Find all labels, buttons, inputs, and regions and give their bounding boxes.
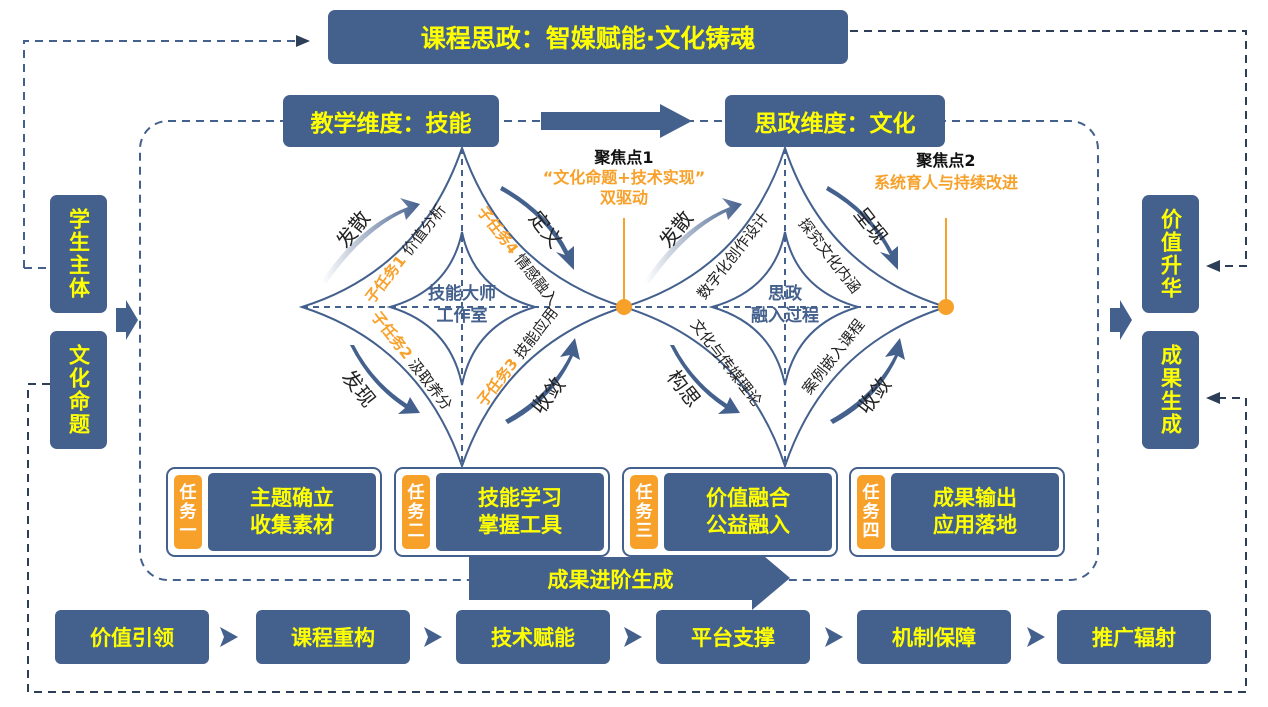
task-1-tag-char: 任	[179, 482, 197, 503]
task-4-tag: 任 务 四	[857, 475, 885, 549]
step-4-label: 平台支撑	[691, 626, 775, 650]
arrow-discover-1	[350, 345, 420, 414]
step-5: 机制保障	[857, 610, 1011, 664]
task-4-main: 成果输出 应用落地	[891, 473, 1059, 551]
task-2-tag-char: 务	[407, 501, 425, 522]
task-2-line1: 技能学习	[478, 486, 562, 510]
task-4-tag-char: 四	[862, 520, 880, 541]
task-3-tag: 任 务 三	[630, 475, 658, 549]
left-box-culture-label: 文化命题	[66, 344, 91, 436]
diamond2-center: 思政 融入过程	[725, 283, 845, 327]
arrow-conceive-2	[670, 345, 740, 414]
task-4-line2: 应用落地	[933, 513, 1017, 537]
step-6: 推广辐射	[1057, 610, 1211, 664]
focus1-line1: “文化命题+技术实现”	[542, 168, 706, 187]
diamond1-center-line2: 工作室	[436, 306, 488, 326]
task-3-tag-char: 三	[635, 520, 653, 541]
teaching-dimension-label: 教学维度：技能	[310, 111, 472, 137]
task-1-line2: 收集素材	[250, 513, 334, 537]
diamond1-center-line1: 技能大师	[428, 284, 496, 304]
progress-arrow-label: 成果进阶生成	[547, 568, 674, 592]
task-3-line1: 价值融合	[706, 486, 790, 510]
left-box-student: 学生主体	[50, 195, 107, 313]
progress-arrow-shape	[469, 546, 790, 610]
step-1: 价值引领	[55, 610, 209, 664]
diamond2-center-line2: 融入过程	[751, 306, 819, 326]
step-4: 平台支撑	[656, 610, 810, 664]
diamond2-center-line1: 思政	[768, 284, 802, 304]
step-chevrons	[220, 627, 1045, 647]
task-1-tag: 任 务 一	[174, 475, 202, 549]
right-box-value: 价值升华	[1142, 195, 1199, 313]
task-2-tag: 任 务 二	[402, 475, 430, 549]
task-2-tag-char: 任	[407, 482, 425, 503]
loop-bottom	[27, 383, 1247, 693]
ideological-dimension-label: 思政维度：文化	[754, 111, 916, 137]
task-2-line2: 掌握工具	[478, 513, 562, 537]
right-box-value-label: 价值升华	[1158, 208, 1183, 300]
focus-point-1: 聚焦点1 “文化命题+技术实现” 双驱动	[524, 148, 724, 208]
task-1-tag-char: 务	[179, 501, 197, 522]
left-box-culture: 文化命题	[50, 331, 107, 449]
left-to-frame-arrow	[116, 300, 138, 340]
arrow-diverge-2	[645, 198, 742, 284]
arrow-diverge-1	[322, 198, 420, 284]
focus2-line1: 系统育人与持续改进	[873, 173, 1018, 192]
task-3-line2: 公益融入	[706, 513, 790, 537]
title-text: 课程思政：智媒赋能·文化铸魂	[420, 24, 756, 53]
arrow-present-2	[826, 186, 898, 270]
arrow-converge-1	[505, 338, 580, 424]
focus1-label: 聚焦点1	[594, 148, 654, 167]
frame-to-right-arrow	[1110, 300, 1132, 340]
step-5-label: 机制保障	[892, 626, 976, 650]
task-3-tag-char: 务	[635, 501, 653, 522]
diamond1-center: 技能大师 工作室	[402, 283, 522, 327]
task-card-1: 任 务 一 主题确立 收集素材	[166, 467, 382, 557]
arrow-converge-2	[830, 338, 905, 424]
step-2: 课程重构	[256, 610, 410, 664]
step-3-label: 技术赋能	[491, 626, 575, 650]
title-box: 课程思政：智媒赋能·文化铸魂	[328, 10, 848, 64]
teaching-dimension-box: 教学维度：技能	[283, 95, 499, 147]
right-box-result: 成果生成	[1142, 331, 1199, 449]
task-2-tag-char: 二	[407, 520, 425, 541]
left-box-student-label: 学生主体	[66, 208, 91, 300]
step-2-label: 课程重构	[291, 626, 375, 650]
task-3-tag-char: 任	[635, 482, 653, 503]
diamond1-axes	[302, 148, 624, 466]
focus2-label: 聚焦点2	[916, 151, 976, 170]
loop-top-left	[23, 35, 310, 268]
task-card-4: 任 务 四 成果输出 应用落地	[849, 467, 1065, 557]
focus2-dot	[938, 299, 954, 315]
task-3-main: 价值融合 公益融入	[664, 473, 832, 551]
loop-top-right	[850, 30, 1247, 272]
right-box-result-label: 成果生成	[1158, 344, 1183, 436]
step-3: 技术赋能	[456, 610, 610, 664]
task-card-2: 任 务 二 技能学习 掌握工具	[394, 467, 610, 557]
task-4-tag-char: 任	[862, 482, 880, 503]
dimension-arrow	[541, 104, 692, 138]
step-6-label: 推广辐射	[1092, 626, 1176, 650]
focus1-line2: 双驱动	[599, 188, 648, 207]
task-2-main: 技能学习 掌握工具	[436, 473, 604, 551]
diamond2-axes	[624, 148, 946, 466]
focus-point-2: 聚焦点2 系统育人与持续改进	[846, 150, 1046, 194]
focus1-dot	[616, 299, 632, 315]
task-1-tag-char: 一	[179, 520, 197, 541]
task-4-tag-char: 务	[862, 501, 880, 522]
task-4-line1: 成果输出	[933, 486, 1017, 510]
ideological-dimension-box: 思政维度：文化	[725, 95, 945, 147]
task-1-main: 主题确立 收集素材	[208, 473, 376, 551]
arrow-define-1	[500, 186, 574, 270]
task-1-line1: 主题确立	[250, 486, 334, 510]
step-1-label: 价值引领	[90, 626, 174, 650]
task-card-3: 任 务 三 价值融合 公益融入	[622, 467, 838, 557]
